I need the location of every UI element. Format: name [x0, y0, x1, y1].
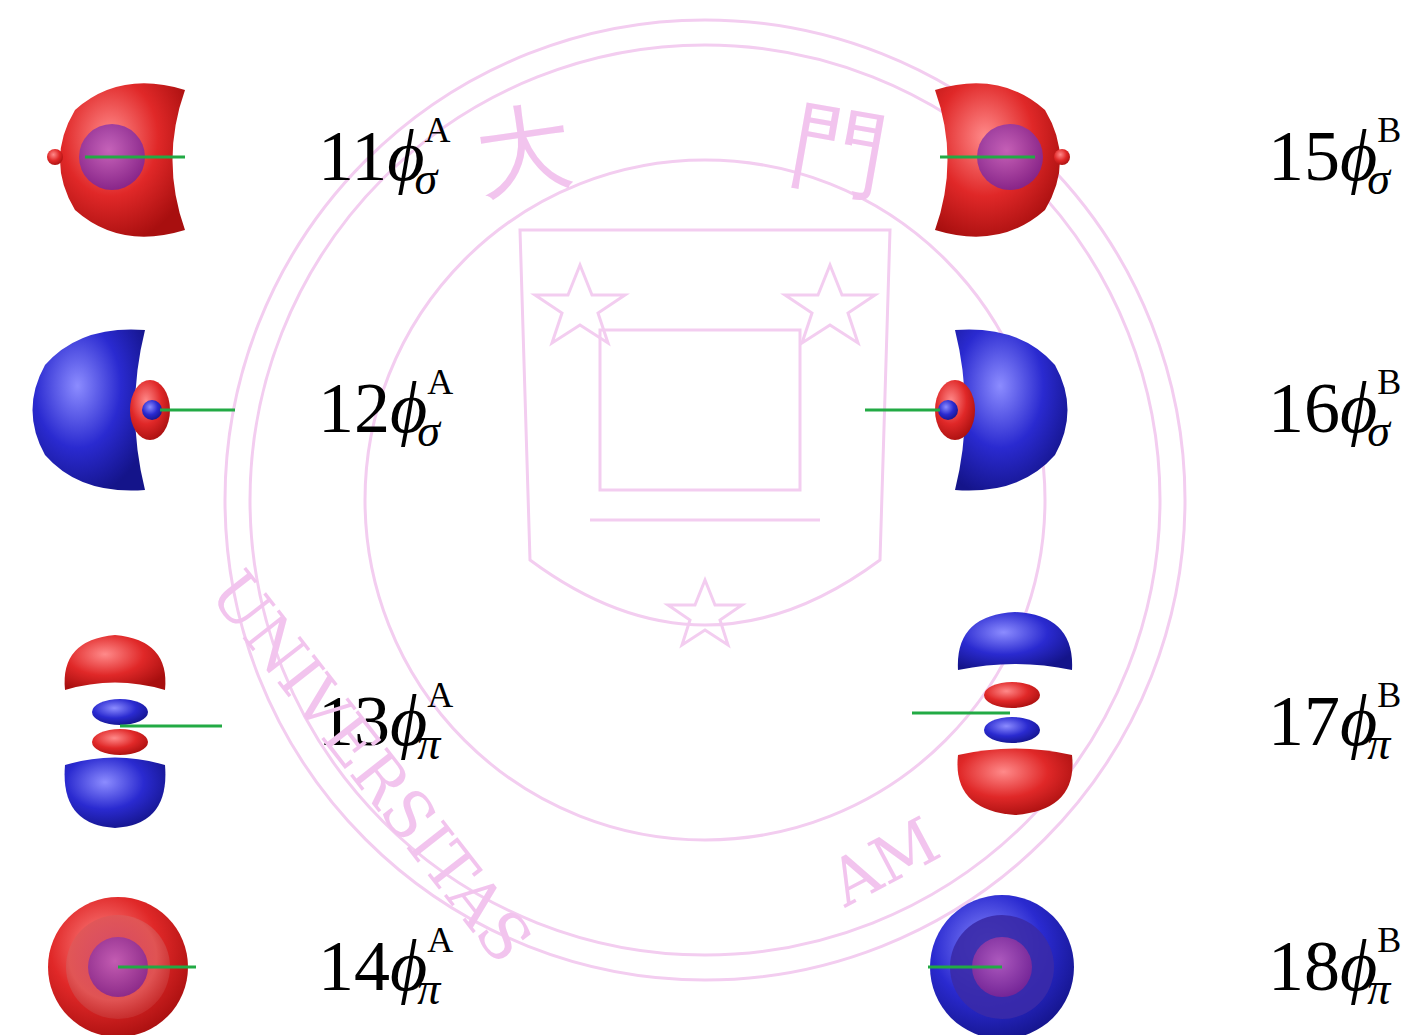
orbital-number: 18: [1268, 926, 1340, 1006]
symmetry-subscript: π: [417, 966, 440, 1012]
orbital-15: [935, 83, 1070, 236]
script-holder: Aπ: [427, 685, 469, 757]
orbital-13: [65, 635, 222, 828]
fragment-superscript: A: [427, 922, 453, 958]
orbital-14: [48, 897, 196, 1035]
orbital-16: [865, 329, 1068, 490]
fragment-superscript: B: [1377, 364, 1401, 400]
script-holder: Bπ: [1377, 930, 1419, 1002]
orbital-label: 17ϕBπ: [1268, 685, 1419, 757]
orbital-number: 16: [1268, 368, 1340, 448]
orbital-label: 16ϕBσ: [1268, 372, 1419, 444]
watermark-text: 大: [470, 97, 578, 205]
watermark-text: AM: [820, 808, 949, 917]
orbital-number: 17: [1268, 681, 1340, 761]
symmetry-subscript: σ: [417, 408, 440, 454]
orbital-label: 18ϕBπ: [1268, 930, 1419, 1002]
fragment-superscript: B: [1377, 677, 1401, 713]
symmetry-subscript: σ: [1367, 156, 1390, 202]
symmetry-subscript: π: [1367, 966, 1390, 1012]
script-holder: Aπ: [427, 930, 469, 1002]
symmetry-subscript: π: [1367, 721, 1390, 767]
watermark-seal: [225, 20, 1185, 980]
orbital-label: 11ϕAσ: [318, 120, 467, 192]
watermark-text: UNIVERSITAS: [200, 560, 543, 973]
script-holder: Aσ: [425, 120, 467, 192]
symmetry-subscript: σ: [1367, 408, 1390, 454]
symmetry-subscript: σ: [415, 156, 438, 202]
script-holder: Bσ: [1377, 372, 1419, 444]
orbital-label: 15ϕBσ: [1268, 120, 1419, 192]
orbital-label: 14ϕAπ: [318, 930, 469, 1002]
script-holder: Bπ: [1377, 685, 1419, 757]
watermark-text: 門: [783, 95, 894, 206]
fragment-superscript: B: [1377, 112, 1401, 148]
orbital-number: 15: [1268, 116, 1340, 196]
symmetry-subscript: π: [417, 721, 440, 767]
orbital-label: 12ϕAσ: [318, 372, 469, 444]
script-holder: Bσ: [1377, 120, 1419, 192]
orbital-number: 14: [318, 926, 390, 1006]
fragment-superscript: A: [427, 677, 453, 713]
orbital-12: [33, 329, 236, 490]
orbital-11: [47, 83, 185, 236]
script-holder: Aσ: [427, 372, 469, 444]
fragment-superscript: A: [425, 112, 451, 148]
orbital-18: [928, 895, 1074, 1035]
fragment-superscript: A: [427, 364, 453, 400]
orbital-number: 12: [318, 368, 390, 448]
orbital-number: 11: [318, 116, 387, 196]
fragment-superscript: B: [1377, 922, 1401, 958]
orbital-17: [912, 612, 1073, 815]
